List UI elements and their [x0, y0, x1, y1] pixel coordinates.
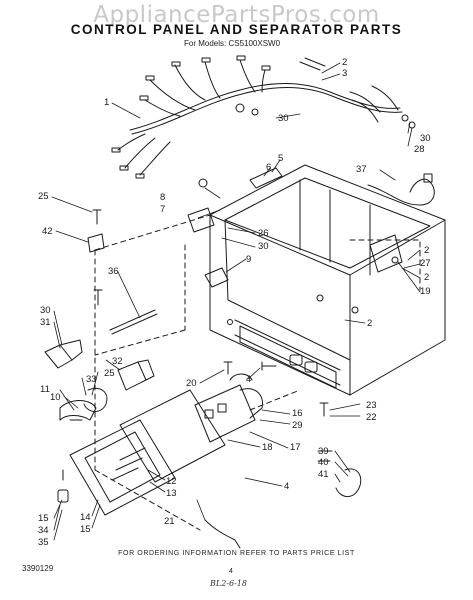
callout-12: 12 [166, 476, 177, 487]
callout-7: 7 [160, 204, 165, 215]
callout-30: 30 [420, 133, 431, 144]
page-title: CONTROL PANEL AND SEPARATOR PARTS [70, 22, 403, 37]
callout-2: 2 [342, 57, 347, 68]
callout-21: 21 [164, 516, 175, 527]
callout-36: 36 [108, 266, 119, 277]
callout-2: 2 [367, 318, 372, 329]
callout-2: 2 [424, 272, 429, 283]
callout-30: 30 [40, 305, 51, 316]
callout-9: 9 [246, 254, 251, 265]
separator-housing [209, 164, 446, 396]
callout-18: 18 [262, 442, 273, 453]
callout-30: 30 [278, 113, 289, 124]
callout-42: 42 [42, 226, 53, 237]
callout-40: 40 [318, 457, 329, 468]
callout-25: 25 [38, 191, 49, 202]
model-subtitle: For Models: CS5100XSW0 [184, 39, 281, 48]
callout-37: 37 [356, 164, 367, 175]
callout-29: 29 [292, 420, 303, 431]
callout-20: 20 [186, 378, 197, 389]
callout-10: 10 [50, 392, 61, 403]
callout-6: 6 [266, 162, 271, 173]
callout-numbers: 1 2 3 30 30 28 5 6 8 7 26 30 9 37 25 42 … [38, 57, 431, 548]
callout-17: 17 [290, 442, 301, 453]
callout-3: 3 [342, 68, 347, 79]
callout-8: 8 [160, 192, 165, 203]
callout-31: 31 [40, 317, 51, 328]
callout-34: 34 [38, 525, 49, 536]
callout-35: 35 [38, 537, 49, 548]
control-panel-assembly [69, 373, 264, 516]
callout-30: 30 [258, 241, 269, 252]
callout-27: 27 [420, 258, 431, 269]
callout-5: 5 [278, 153, 283, 164]
callout-19: 19 [420, 286, 431, 297]
callout-28: 28 [414, 144, 425, 155]
callout-13: 13 [166, 488, 177, 499]
callout-41: 41 [318, 469, 329, 480]
callout-15: 15 [80, 524, 91, 535]
callout-11: 11 [40, 384, 50, 395]
callout-39: 39 [318, 446, 329, 457]
small-parts [44, 167, 435, 549]
wire-harness [111, 55, 416, 179]
callout-2: 2 [424, 245, 429, 256]
page-number: 4 [229, 568, 233, 575]
callout-1: 1 [104, 97, 109, 108]
document-code: 3390129 [22, 564, 54, 573]
leader-lines [51, 62, 421, 541]
callout-32: 32 [112, 356, 123, 367]
callout-33: 33 [86, 374, 97, 385]
callout-16: 16 [292, 408, 303, 419]
callout-26: 26 [258, 228, 269, 239]
callout-4: 4 [284, 481, 289, 492]
watermark: AppliancePartsPros.com [93, 2, 380, 28]
callout-4: 4 [246, 374, 251, 385]
callout-22: 22 [366, 412, 377, 423]
ordering-note: FOR ORDERING INFORMATION REFER TO PARTS … [118, 550, 355, 557]
callout-25: 25 [104, 368, 115, 379]
callout-14: 14 [80, 512, 91, 523]
callout-23: 23 [366, 400, 377, 411]
callout-15: 15 [38, 513, 49, 524]
handwritten-note: BL2-6-18 [210, 579, 247, 588]
